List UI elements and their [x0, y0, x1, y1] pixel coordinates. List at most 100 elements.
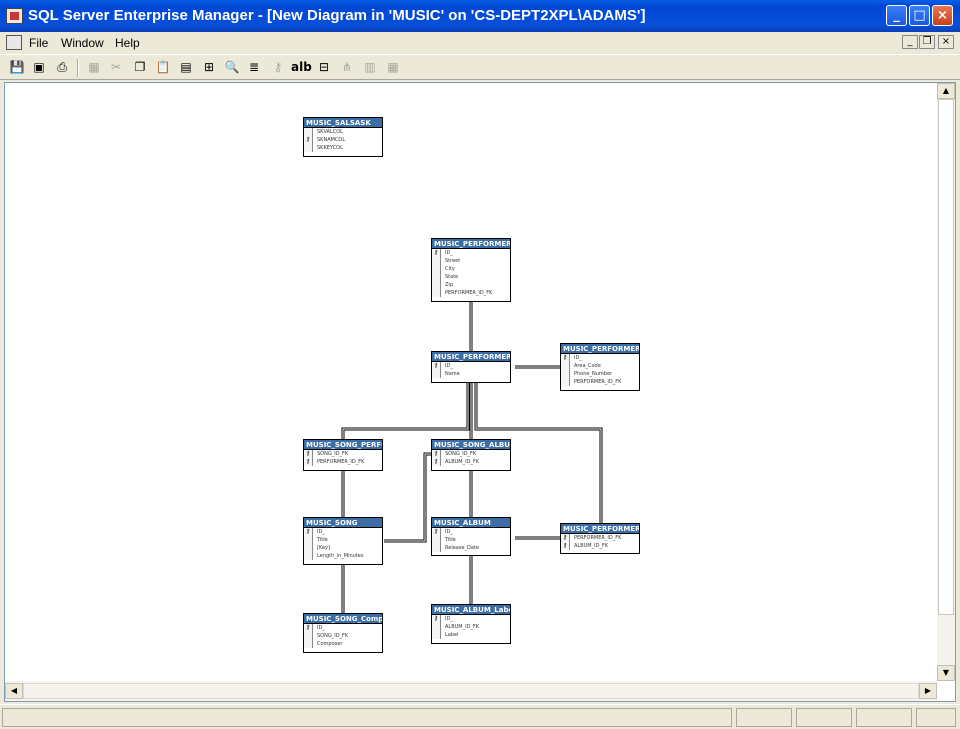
- menu-file[interactable]: File: [29, 36, 49, 50]
- add-related-icon[interactable]: ⊞: [203, 60, 215, 74]
- relationships-icon[interactable]: ⋔: [341, 60, 353, 74]
- properties-icon[interactable]: ▣: [33, 60, 45, 74]
- horizontal-scroll-track[interactable]: [23, 683, 919, 699]
- table-column-row[interactable]: ⚷ID_: [432, 615, 510, 623]
- paste-icon[interactable]: 📋: [155, 60, 171, 74]
- table-column-row[interactable]: Zip: [432, 281, 510, 289]
- zoom-icon[interactable]: 🔍: [224, 60, 240, 74]
- mdi-close-button[interactable]: ×: [938, 35, 954, 49]
- row-selector: [561, 362, 570, 370]
- minimize-button[interactable]: _: [886, 5, 907, 26]
- table-column-row[interactable]: Label: [432, 631, 510, 639]
- table-column-row[interactable]: Length_in_Minutes: [304, 552, 382, 560]
- table-column-row[interactable]: Name: [432, 370, 510, 378]
- table-column-row[interactable]: Phone_Number: [561, 370, 639, 378]
- new-table-icon[interactable]: ▦: [88, 60, 100, 74]
- table-column-row[interactable]: ⚷ALBUM_ID_FK: [561, 542, 639, 550]
- scroll-right-arrow-icon[interactable]: ▶: [919, 683, 937, 699]
- table-column-row[interactable]: ⚷ALBUM_ID_FK: [432, 458, 510, 466]
- table-music-song-album[interactable]: MUSIC_SONG_ALBUM⚷SONG_ID_FK⚷ALBUM_ID_FK: [431, 439, 511, 471]
- table-column-row[interactable]: ALBUM_ID_FK: [432, 623, 510, 631]
- table-column-row[interactable]: ⚷ID_: [432, 249, 510, 257]
- table-music-song-performer[interactable]: MUSIC_SONG_PERFOR⚷SONG_ID_FK⚷PERFORMER_I…: [303, 439, 383, 471]
- table-title[interactable]: MUSIC_PERFORMER: [432, 352, 510, 362]
- table-title[interactable]: MUSIC_PERFORMER_A: [432, 239, 510, 249]
- relationship-line: [384, 452, 433, 543]
- table-music-performer-contact[interactable]: MUSIC_PERFORMER_C⚷ID_Area_CodePhone_Numb…: [560, 343, 640, 391]
- primary-key-icon: ⚷: [561, 542, 570, 550]
- table-column-row[interactable]: ⚷ID_: [304, 624, 382, 632]
- table-column-row[interactable]: PERFORMER_ID_FK: [561, 378, 639, 386]
- table-column-row[interactable]: SKVALCOL: [304, 128, 382, 136]
- table-column-row[interactable]: SKKEYCOL: [304, 144, 382, 152]
- table-title[interactable]: MUSIC_SALSASK: [304, 118, 382, 128]
- cut-icon[interactable]: ✂: [110, 60, 122, 74]
- table-title[interactable]: MUSIC_PERFORMER_C: [561, 344, 639, 354]
- grid-icon[interactable]: ▦: [387, 60, 399, 74]
- table-column-row[interactable]: ⚷PERFORMER_ID_FK: [304, 458, 382, 466]
- table-column-row[interactable]: Composer: [304, 640, 382, 648]
- vertical-scrollbar[interactable]: ▲ ▼: [937, 83, 955, 681]
- manage-indexes-icon[interactable]: ▥: [364, 60, 376, 74]
- scroll-down-arrow-icon[interactable]: ▼: [937, 665, 955, 681]
- vertical-scroll-thumb[interactable]: [938, 99, 954, 615]
- table-column-row[interactable]: ⚷ID_: [432, 528, 510, 536]
- print-icon[interactable]: ⎙: [57, 60, 67, 74]
- mdi-minimize-button[interactable]: _: [902, 35, 918, 49]
- mdi-restore-button[interactable]: ❐: [919, 35, 935, 49]
- table-title[interactable]: MUSIC_SONG_ALBUM: [432, 440, 510, 450]
- table-column-row[interactable]: Street: [432, 257, 510, 265]
- maximize-button[interactable]: □: [909, 5, 930, 26]
- table-column-row[interactable]: ⚷SKNAMCOL: [304, 136, 382, 144]
- table-column-row[interactable]: State: [432, 273, 510, 281]
- app-icon[interactable]: [6, 8, 23, 24]
- table-column-row[interactable]: ⚷SONG_ID_FK: [432, 450, 510, 458]
- table-column-row[interactable]: ⚷ID_: [432, 362, 510, 370]
- save-icon[interactable]: 💾: [9, 60, 25, 74]
- table-column-row[interactable]: SONG_ID_FK: [304, 632, 382, 640]
- mdi-child-icon[interactable]: [6, 35, 22, 50]
- table-music-performer[interactable]: MUSIC_PERFORMER⚷ID_Name: [431, 351, 511, 383]
- table-title[interactable]: MUSIC_ALBUM: [432, 518, 510, 528]
- table-column-row[interactable]: City: [432, 265, 510, 273]
- table-column-row[interactable]: ⚷ID_: [561, 354, 639, 362]
- table-column-row[interactable]: [Key]: [304, 544, 382, 552]
- text-annotation-icon[interactable]: alb: [291, 60, 312, 74]
- table-title[interactable]: MUSIC_PERFORMER_A: [561, 524, 639, 534]
- layout-icon[interactable]: ≣: [248, 60, 260, 74]
- row-selector: [432, 536, 441, 544]
- scroll-up-arrow-icon[interactable]: ▲: [937, 83, 955, 99]
- table-title[interactable]: MUSIC_SONG_Compos: [304, 614, 382, 624]
- table-column-row[interactable]: Title: [304, 536, 382, 544]
- scroll-left-arrow-icon[interactable]: ◀: [5, 683, 23, 699]
- table-column-row[interactable]: Release_Date: [432, 544, 510, 552]
- table-title[interactable]: MUSIC_SONG_PERFOR: [304, 440, 382, 450]
- table-column-row[interactable]: ⚷SONG_ID_FK: [304, 450, 382, 458]
- primary-key-icon[interactable]: ⚷: [273, 60, 283, 74]
- menu-window[interactable]: Window: [61, 36, 104, 50]
- table-music-performer-album[interactable]: MUSIC_PERFORMER_A⚷PERFORMER_ID_FK⚷ALBUM_…: [560, 523, 640, 554]
- title-bar[interactable]: SQL Server Enterprise Manager - [New Dia…: [0, 0, 960, 32]
- arrange-tables-icon[interactable]: ⊟: [318, 60, 330, 74]
- copy-icon[interactable]: ❐: [134, 60, 146, 74]
- primary-key-icon: ⚷: [561, 534, 570, 542]
- close-button[interactable]: ×: [932, 5, 953, 26]
- table-column-row[interactable]: ⚷ID_: [304, 528, 382, 536]
- table-music-song[interactable]: MUSIC_SONG⚷ID_Title[Key]Length_in_Minute…: [303, 517, 383, 565]
- horizontal-scrollbar[interactable]: ◀ ▶: [5, 681, 937, 701]
- table-column-row[interactable]: PERFORMER_ID_FK: [432, 289, 510, 297]
- column-name: SKVALCOL: [317, 129, 343, 135]
- menu-help[interactable]: Help: [115, 36, 140, 50]
- table-column-row[interactable]: Title: [432, 536, 510, 544]
- table-column-row[interactable]: ⚷PERFORMER_ID_FK: [561, 534, 639, 542]
- table-column-row[interactable]: Area_Code: [561, 362, 639, 370]
- table-title[interactable]: MUSIC_SONG: [304, 518, 382, 528]
- table-music-performer-address[interactable]: MUSIC_PERFORMER_A⚷ID_StreetCityStateZipP…: [431, 238, 511, 302]
- add-table-icon[interactable]: ▤: [180, 60, 192, 74]
- table-title[interactable]: MUSIC_ALBUM_Label: [432, 605, 510, 615]
